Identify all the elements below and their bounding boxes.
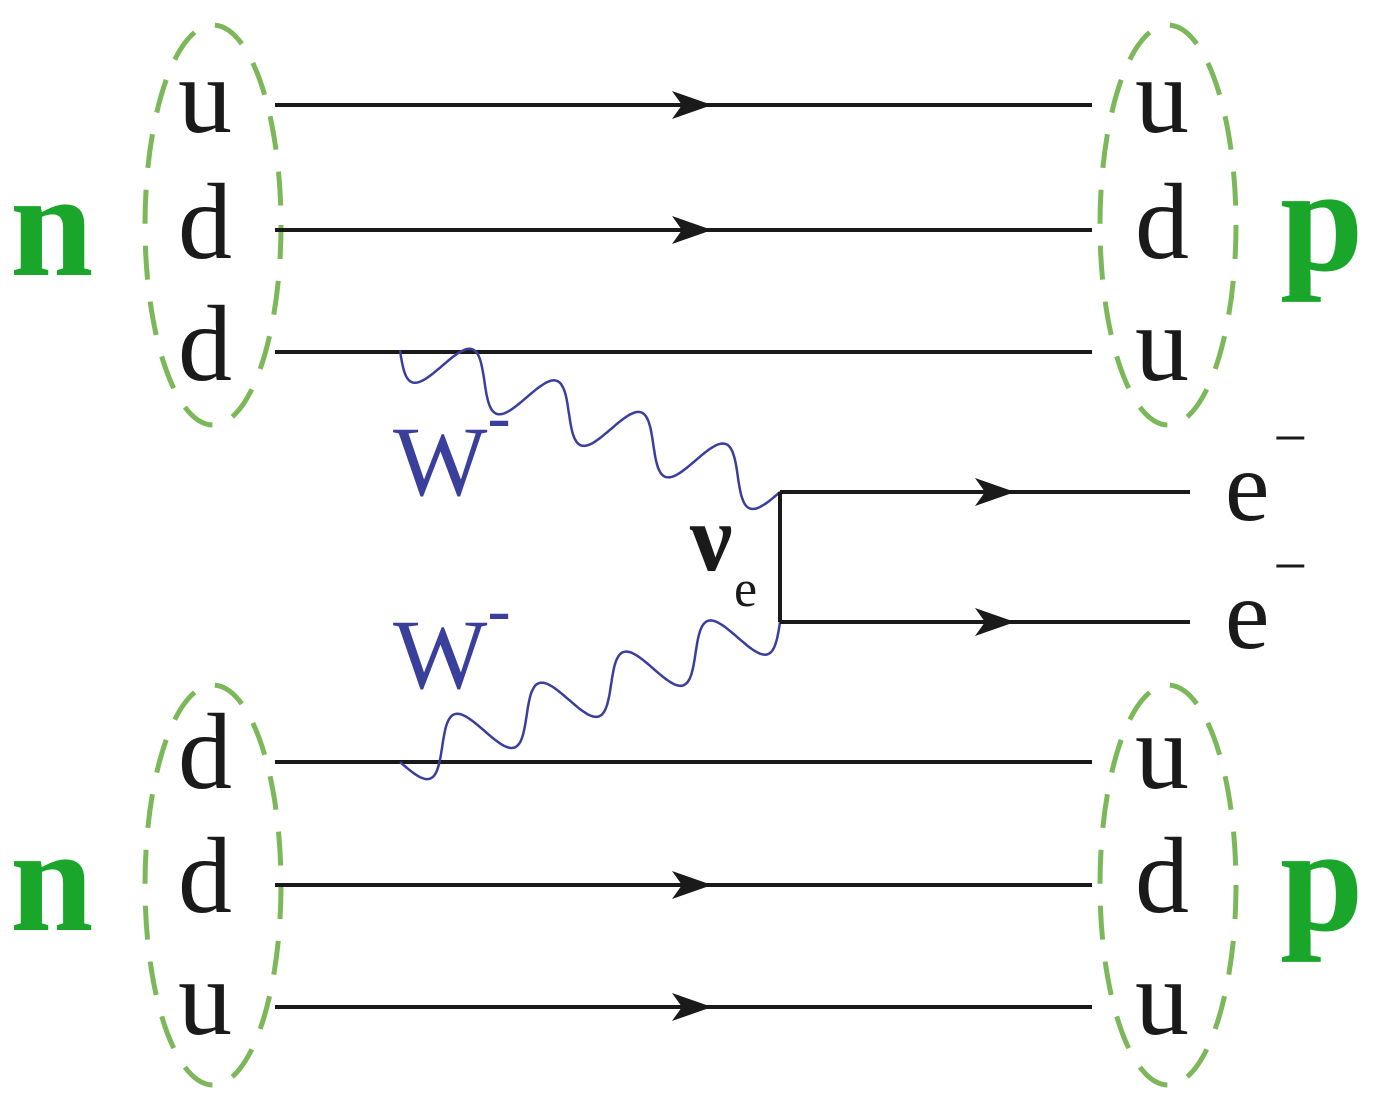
electron-arrow-1 [975,478,1015,506]
upper-w-boson-symbol: W [393,406,488,517]
upper-w-boson-charge: - [487,379,510,456]
top-quark-arrow-2 [672,216,712,244]
electron-1-symbol: e [1225,431,1269,542]
electron-arrow-2 [975,608,1015,636]
top-final-quark-3: u [1135,285,1189,404]
bottom-proton-group-outline [1097,682,1239,1088]
bottom-initial-quark-3: u [178,939,232,1058]
lower-w-boson-label: W- [393,572,511,710]
lower-w-boson-symbol: W [393,599,488,710]
bottom-initial-quark-2: d [178,817,232,936]
upper-w-boson-label: W- [393,379,511,517]
bottom-quark-arrow-3 [672,993,712,1021]
bottom-final-quark-2: d [1135,817,1189,936]
bottom-quark-arrow-2 [672,871,712,899]
electron-label-2: e− [1225,533,1307,670]
top-initial-quark-3: d [178,285,232,404]
electron-2-charge: − [1273,533,1307,599]
lower-w-boson-propagator [399,619,782,781]
top-neutron-label: n [10,142,93,308]
bottom-final-quark-1: u [1135,693,1189,812]
top-neutron-group-outline [142,22,284,428]
top-initial-quark-1: u [178,37,232,156]
electron-label-1: e− [1225,405,1307,542]
top-quark-arrow-1 [672,91,712,119]
upper-w-boson-propagator [398,347,781,511]
electron-1-charge: − [1273,405,1307,471]
top-initial-quark-2: d [178,163,232,282]
top-proton-group-outline [1097,22,1239,428]
electron-2-symbol: e [1225,559,1269,670]
lower-w-boson-charge: - [487,572,510,649]
bottom-initial-quark-1: d [178,693,232,812]
bottom-neutron-label: n [10,797,93,963]
top-final-quark-2: d [1135,163,1189,282]
neutrino-symbol: ν [689,485,732,591]
neutrino-subscript: e [734,561,757,618]
bottom-final-quark-3: u [1135,939,1189,1058]
top-proton-label: p [1280,137,1363,303]
top-final-quark-1: u [1135,37,1189,156]
bottom-proton-label: p [1280,797,1363,963]
